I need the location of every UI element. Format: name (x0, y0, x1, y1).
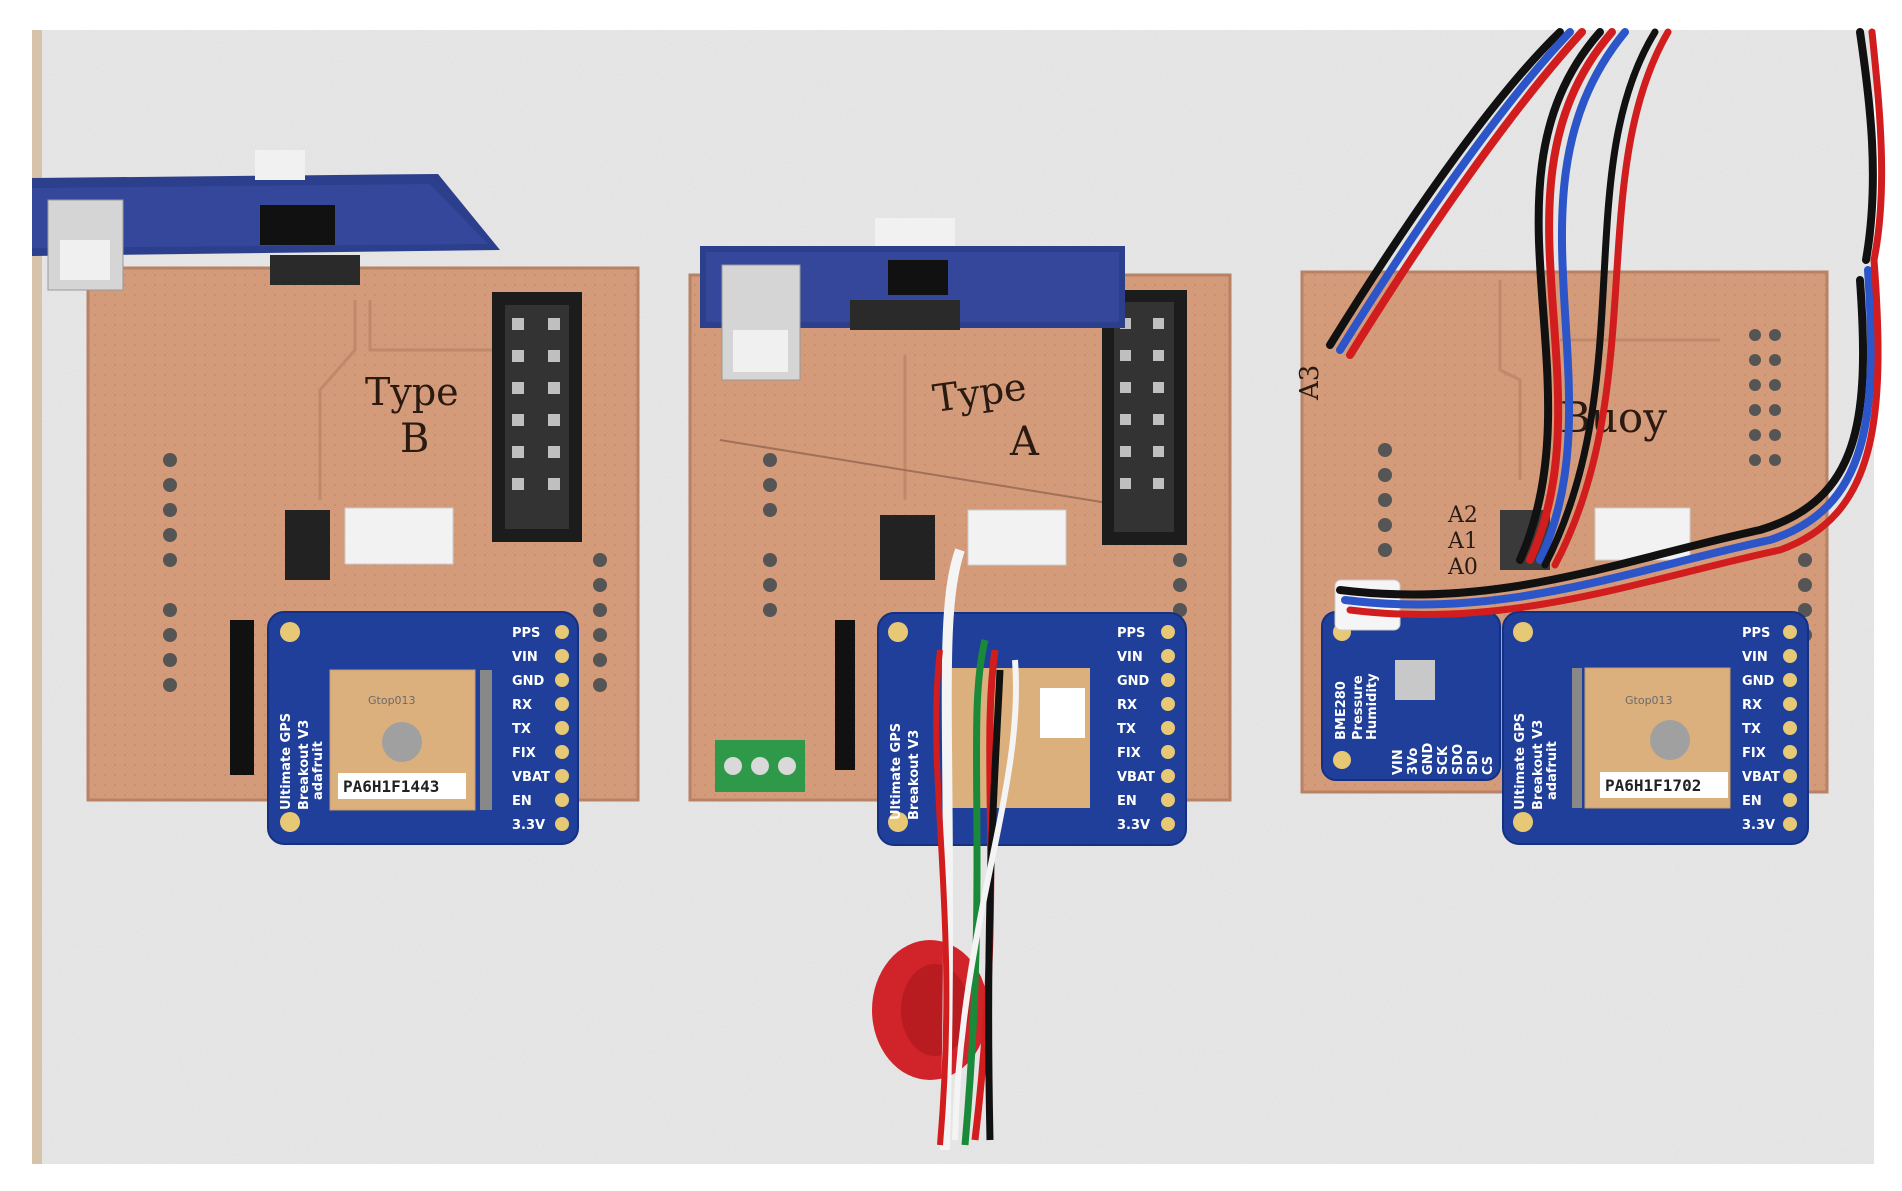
gps-breakout-left: Gtop013 PA6H1F1443 Ultimate GPS Breakout… (267, 611, 579, 845)
pin-label: VBAT (1742, 770, 1780, 785)
gps-breakout-middle: Ultimate GPS Breakout V3 PPS VIN GND RX … (877, 612, 1187, 846)
gps-sticker-right: PA6H1F1702 (1605, 776, 1701, 795)
pin-label: PPS (1117, 626, 1145, 641)
pin-label: 3Vo (1406, 748, 1421, 775)
handwritten-board-letter: B (400, 416, 429, 462)
pin-label: VIN (1391, 749, 1406, 775)
gps-pin-labels-left: PPS VIN GND RX TX FIX VBAT EN 3.3V (512, 626, 550, 833)
gps-subtitle-right: Breakout V3 (1531, 720, 1546, 810)
sonar-module-left (32, 150, 500, 291)
pin-label: TX (512, 722, 531, 737)
gps-breakout-right: Gtop013 PA6H1F1702 Ultimate GPS Breakout… (1502, 611, 1809, 845)
sensor-name: BME280 (1334, 681, 1349, 740)
gps-subtitle-left: Breakout V3 (297, 720, 312, 810)
wire-bundle-middle (872, 548, 1019, 1151)
pin-label: PPS (512, 626, 540, 641)
pin-label: VBAT (1117, 770, 1155, 785)
pin-label: TX (1742, 722, 1761, 737)
gps-chip-label-right: Gtop013 (1625, 694, 1673, 707)
pin-mark-a1: A1 (1447, 529, 1478, 554)
pin-label: EN (512, 794, 532, 809)
handwritten-board-letter: A (1009, 419, 1040, 465)
pin-label: TX (1117, 722, 1136, 737)
pin-label: RX (512, 698, 532, 713)
white-jst-connector-middle (967, 509, 1067, 566)
handwritten-type-label: Type (365, 370, 459, 414)
sensor-line-2: Pressure (1351, 675, 1366, 740)
white-jst-connector-left (344, 507, 454, 565)
pin-label: RX (1117, 698, 1137, 713)
gps-brand-right: adafruit (1545, 741, 1560, 800)
pin-label: VIN (512, 650, 538, 665)
pin-label: FIX (1742, 746, 1766, 761)
gps-title-middle: Ultimate GPS (889, 723, 904, 820)
pin-label: GND (1421, 742, 1436, 775)
pin-label: GND (1117, 674, 1150, 689)
pin-label: SCK (1436, 745, 1451, 775)
pin-mark-a2: A2 (1447, 503, 1478, 528)
pin-label: 3.3V (1117, 818, 1150, 833)
pin-label: FIX (512, 746, 536, 761)
pin-label: 3.3V (1742, 818, 1775, 833)
pin-label: PPS (1742, 626, 1770, 641)
gps-title-left: Ultimate GPS (279, 713, 294, 810)
pin-label: 3.3V (512, 818, 545, 833)
pin-mark-a0: A0 (1447, 555, 1478, 580)
gps-chip-label-left: Gtop013 (368, 694, 416, 707)
gps-sticker-left: PA6H1F1443 (343, 777, 439, 796)
sonar-module-middle (700, 218, 1125, 381)
gps-brand-left: adafruit (311, 741, 326, 800)
pin-mark-a3: A3 (1295, 365, 1325, 401)
pin-label: EN (1117, 794, 1137, 809)
gps-pin-labels-middle: PPS VIN GND RX TX FIX VBAT EN 3.3V (1117, 626, 1155, 833)
pin-label: VIN (1742, 650, 1768, 665)
gps-pin-labels-right: PPS VIN GND RX TX FIX VBAT EN 3.3V (1742, 626, 1780, 833)
handwritten-buoy-label: Buoy (1560, 393, 1667, 442)
gps-subtitle-middle: Breakout V3 (907, 730, 922, 820)
power-cables-right (1326, 28, 1886, 619)
pin-label: CS (1481, 756, 1496, 775)
sensor-pin-labels: VIN 3Vo GND SCK SDO SDI CS (1391, 742, 1496, 775)
pin-label: FIX (1117, 746, 1141, 761)
pin-label: SDI (1466, 750, 1481, 775)
pin-label: SDO (1451, 744, 1466, 775)
sensor-line-3: Humidity (1365, 673, 1380, 740)
pin-label: RX (1742, 698, 1762, 713)
pin-label: GND (1742, 674, 1775, 689)
pin-label: VIN (1117, 650, 1143, 665)
pin-label: GND (512, 674, 545, 689)
pin-label: EN (1742, 794, 1762, 809)
gps-title-right: Ultimate GPS (1513, 713, 1528, 810)
pin-label: VBAT (512, 770, 550, 785)
